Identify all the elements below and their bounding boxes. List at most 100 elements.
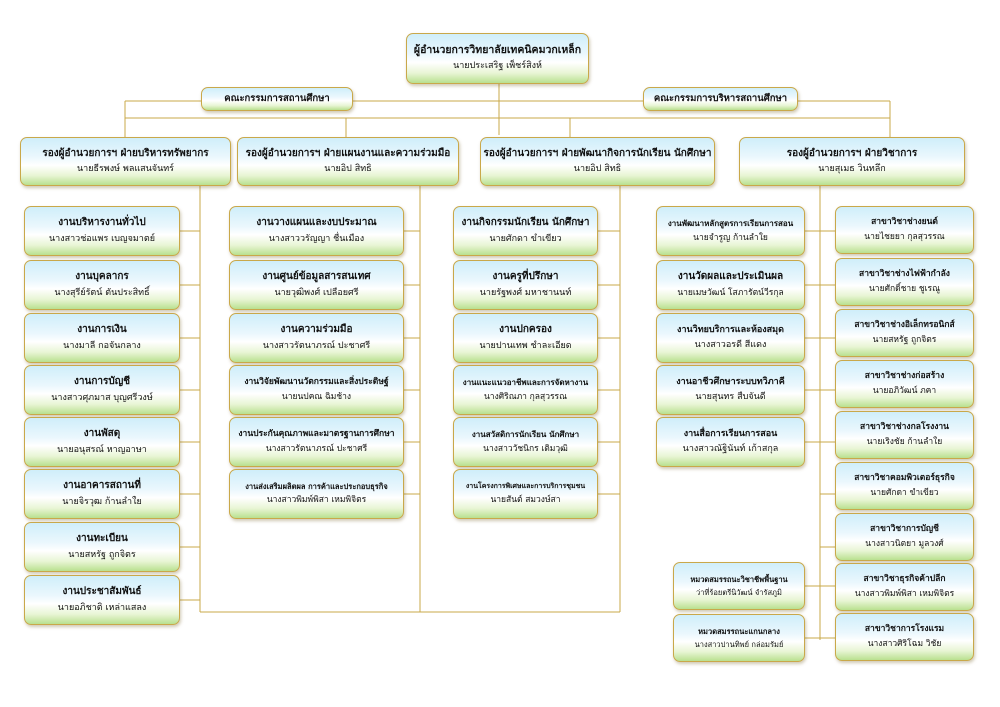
department-title: สาขาวิชาช่างก่อสร้าง [864,371,945,382]
department-title: สาขาวิชาช่างไฟฟ้ากำลัง [859,269,950,280]
department-title: สาขาวิชาช่างกลโรงงาน [860,422,949,433]
unit-title: งานพัสดุ [83,428,121,440]
department-title: สาขาวิชาการบัญชี [870,524,939,535]
deputy-name: นายธีรพงษ์ พลแสนจันทร์ [76,164,174,175]
unit-box: งานวิจัยพัฒนานวัตกรรมและสิ่งประดิษฐ์นายน… [229,365,404,415]
department-box: สาขาวิชาการโรงแรมนางสาวศิริโฉม วิชัย [835,613,974,661]
unit-head-name: นายนปคณ ฉิมช้าง [281,392,352,402]
department-head-name: นายสหรัฐ ถูกจิตร [872,335,937,345]
committee-school-board: คณะกรรมการสถานศึกษา [201,87,353,111]
unit-head-name: นางสาวรัตนาภรณ์ ปะชาศรี [265,444,368,454]
department-title: สาขาวิชาการโรงแรม [864,624,945,635]
unit-title: งานความร่วมมือ [280,324,353,336]
unit-title: งานครูที่ปรึกษา [492,271,559,283]
deputy-resource-box: รองผู้อำนวยการฯ ฝ่ายบริหารทรัพยากร นายธี… [20,137,231,186]
department-head-name: นายอภิวัฒน์ ภคา [872,386,937,396]
subject-group-head-name: ว่าที่ร้อยตรีนิวัฒน์ จำรัสภูมิ [696,588,782,597]
unit-box: งานวางแผนและงบประมาณนางสาววรัญญา ชื่นเมื… [229,206,404,256]
unit-head-name: นายรัฐพงศ์ มหาชานนท์ [479,287,572,298]
unit-box: งานความร่วมมือนางสาวรัตนาภรณ์ ปะชาศรี [229,313,404,363]
committee-school-board-label: คณะกรรมการสถานศึกษา [224,93,330,105]
subject-group-box: หมวดสมรรถนะแกนกลางนางสาวปานทิพย์ กล่อมรั… [673,614,805,662]
unit-box: งานประกันคุณภาพและมาตรฐานการศึกษานางสาวร… [229,417,404,467]
unit-box: งานทะเบียนนายสหรัฐ ถูกจิตร [24,522,180,572]
unit-title: งานแนะแนวอาชีพและการจัดหางาน [462,377,589,387]
unit-head-name: นางสาววัชนิกร เติมวุฒิ [483,443,568,454]
unit-head-name: นางมาลี กอจันกลาง [63,340,141,351]
department-head-name: นางสาวนิตยา มูลวงศ์ [865,539,944,549]
director-title: ผู้อำนวยการวิทยาลัยเทคนิคมวกเหล็ก [413,44,582,57]
unit-title: งานพัฒนาหลักสูตรการเรียนการสอน [667,218,794,228]
unit-title: งานอาคารสถานที่ [63,480,141,492]
deputy-title: รองผู้อำนวยการฯ ฝ่ายบริหารทรัพยากร [42,147,209,159]
department-title: สาขาวิชาธุรกิจค้าปลีก [863,574,946,585]
director-box: ผู้อำนวยการวิทยาลัยเทคนิคมวกเหล็ก นายประ… [406,33,589,84]
unit-title: งานวิจัยพัฒนานวัตกรรมและสิ่งประดิษฐ์ [244,377,389,388]
department-box: สาขาวิชาช่างไฟฟ้ากำลังนายศักดิ์ชาย ชูเรณ… [835,258,974,306]
unit-box: งานพัฒนาหลักสูตรการเรียนการสอนนายจำรูญ ก… [656,206,805,256]
unit-head-name: นายเมษวัฒน์ โสภารัตน์วีรกุล [677,287,784,298]
unit-title: งานโครงการพิเศษและการบริการชุมชน [465,482,586,491]
unit-head-name: นายสันต์ สมวงษ์สา [490,495,561,506]
unit-title: งานบุคลากร [75,271,129,283]
unit-box: งานบริหารงานทั่วไปนางสาวช่อแพร เบญจมาตย์ [24,206,180,256]
department-box: สาขาวิชาธุรกิจค้าปลีกนางสาวพิมพ์พิสา เหม… [835,563,974,611]
deputy-name: นายอิป สิทธิ [573,164,622,175]
unit-title: งานกิจกรรมนักเรียน นักศึกษา [461,217,590,229]
department-title: สาขาวิชาช่างอิเล็กทรอนิกส์ [854,320,955,331]
unit-box: งานปกครองนายปานเทพ ชำละเอียด [453,313,598,363]
department-head-name: นายศักดิ์ชาย ชูเรณู [869,284,940,294]
unit-head-name: นายสุนทร สืบจันดี [695,392,766,402]
unit-title: งานบริหารงานทั่วไป [58,217,146,229]
unit-title: งานทะเบียน [76,533,128,545]
deputy-planning-box: รองผู้อำนวยการฯ ฝ่ายแผนงานและความร่วมมือ… [237,137,459,186]
unit-box: งานพัสดุนายอนุสรณ์ หาญอาษา [24,417,180,467]
department-head-name: นางสาวพิมพ์พิสา เหมพิจิตร [854,589,955,599]
unit-head-name: นางสุรีย์รัตน์ ตันประสิทธิ์ [54,287,150,298]
department-title: สาขาวิชาคอมพิวเตอร์ธุรกิจ [854,473,955,484]
unit-head-name: นายจิรวุฒ ก้านลำใย [62,496,142,507]
unit-head-name: นางสาวพิมพ์พิสา เหมพิจิตร [266,495,367,506]
unit-head-name: นายอนุสรณ์ หาญอาษา [57,444,147,455]
department-box: สาขาวิชาช่างยนต์นายไชยยา กุลสุวรรณ [835,206,974,254]
unit-title: งานวัดผลและประเมินผล [677,271,784,283]
department-title: สาขาวิชาช่างยนต์ [871,217,938,228]
unit-box: งานอาคารสถานที่นายจิรวุฒ ก้านลำใย [24,469,180,519]
deputy-name: นายสุเมธ วินทลึก [818,164,886,175]
unit-title: งานวิทยบริการและห้องสมุด [677,324,784,335]
unit-box: งานอาชีวศึกษาระบบทวิภาคีนายสุนทร สืบจันด… [656,365,805,415]
unit-box: งานแนะแนวอาชีพและการจัดหางานนางศิริณภา ก… [453,365,598,415]
unit-box: งานกิจกรรมนักเรียน นักศึกษานายศักดา ขำเข… [453,206,598,256]
unit-title: งานอาชีวศึกษาระบบทวิภาคี [676,376,785,387]
unit-box: งานส่งเสริมผลิตผล การค้าและประกอบธุรกิจน… [229,469,404,519]
unit-head-name: นายจำรูญ ก้านลำใย [693,232,768,243]
unit-title: งานสื่อการเรียนการสอน [683,428,778,439]
unit-title: งานประกันคุณภาพและมาตรฐานการศึกษา [238,429,395,440]
unit-head-name: นางสาวณัฐินันท์ เก้าสกุล [682,444,779,454]
unit-head-name: นางสาววรัญญา ชื่นเมือง [268,233,365,244]
unit-box: งานบุคลากรนางสุรีย์รัตน์ ตันประสิทธิ์ [24,260,180,310]
unit-head-name: นางสาวศุภมาส บุญศรีวงษ์ [51,392,153,403]
department-box: สาขาวิชาช่างกลโรงงานนายเริงชัย ก้านลำใย [835,411,974,459]
department-head-name: นางสาวศิริโฉม วิชัย [867,639,942,649]
unit-box: งานการเงินนางมาลี กอจันกลาง [24,313,180,363]
department-box: สาขาวิชาการบัญชีนางสาวนิตยา มูลวงศ์ [835,513,974,561]
unit-title: งานส่งเสริมผลิตผล การค้าและประกอบธุรกิจ [245,482,388,491]
unit-head-name: นายศักดา ขำเขียว [489,233,562,244]
deputy-title: รองผู้อำนวยการฯ ฝ่ายพัฒนากิจการนักเรียน … [483,147,712,159]
unit-box: งานโครงการพิเศษและการบริการชุมชนนายสันต์… [453,469,598,519]
unit-title: งานศูนย์ข้อมูลสารสนเทศ [262,271,371,283]
unit-box: งานสื่อการเรียนการสอนนางสาวณัฐินันท์ เก้… [656,417,805,467]
unit-title: งานการบัญชี [73,376,131,388]
unit-box: งานศูนย์ข้อมูลสารสนเทศนายวุฒิพงศ์ เปลือย… [229,260,404,310]
unit-head-name: นายวุฒิพงศ์ เปลือยศรี [274,287,359,298]
director-name: นายประเสริฐ เพ็ชร์สิงห์ [453,61,542,72]
unit-head-name: นางสาวรัตนาภรณ์ ปะชาศรี [262,340,371,351]
unit-box: งานวัดผลและประเมินผลนายเมษวัฒน์ โสภารัตน… [656,260,805,310]
committee-administration-label: คณะกรรมการบริหารสถานศึกษา [653,93,788,105]
subject-group-head-name: นางสาวปานทิพย์ กล่อมรัมย์ [694,640,784,649]
unit-head-name: นางสาวช่อแพร เบญจมาตย์ [49,233,155,244]
deputy-title: รองผู้อำนวยการฯ ฝ่ายแผนงานและความร่วมมือ [245,147,451,159]
department-box: สาขาวิชาช่างก่อสร้างนายอภิวัฒน์ ภคา [835,360,974,408]
